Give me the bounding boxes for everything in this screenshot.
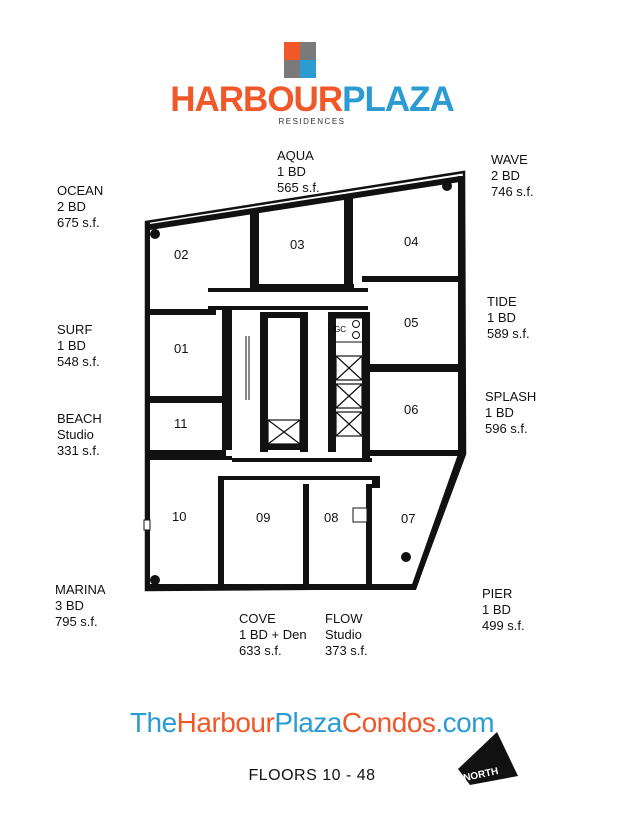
unit-number-10: 10 xyxy=(172,509,186,524)
unit-name: MARINA xyxy=(55,582,106,597)
unit-size: 373 s.f. xyxy=(325,643,368,658)
unit-label-ocean: OCEAN 2 BD 675 s.f. xyxy=(57,183,103,231)
unit-label-pier: PIER 1 BD 499 s.f. xyxy=(482,586,525,634)
unit-name: WAVE xyxy=(491,152,528,167)
brand-name-part1: HARBOUR xyxy=(170,80,343,119)
unit-type: 1 BD xyxy=(485,405,514,420)
brand-name-part2: PLAZA xyxy=(342,80,455,119)
unit-size: 565 s.f. xyxy=(277,180,320,195)
unit-size: 675 s.f. xyxy=(57,215,100,230)
unit-type: 1 BD xyxy=(57,338,86,353)
unit-number-02: 02 xyxy=(174,247,188,262)
unit-label-cove: COVE 1 BD + Den 633 s.f. xyxy=(239,611,307,659)
unit-number-03: 03 xyxy=(290,237,304,252)
unit-type: 3 BD xyxy=(55,598,84,613)
gc-label: GC xyxy=(334,325,346,334)
unit-name: SURF xyxy=(57,322,93,337)
unit-label-beach: BEACH Studio 331 s.f. xyxy=(57,411,102,459)
unit-size: 548 s.f. xyxy=(57,354,100,369)
unit-name: PIER xyxy=(482,586,513,601)
unit-label-wave: WAVE 2 BD 746 s.f. xyxy=(491,152,534,200)
unit-type: Studio xyxy=(57,427,94,442)
unit-number-08: 08 xyxy=(324,510,338,525)
unit-name: SPLASH xyxy=(485,389,537,404)
unit-number-07: 07 xyxy=(401,511,415,526)
unit-size: 589 s.f. xyxy=(487,326,530,341)
website-part2: Harbour xyxy=(176,707,275,738)
columns xyxy=(150,181,452,585)
unit-number-06: 06 xyxy=(404,402,418,417)
gc-box xyxy=(331,317,367,343)
website-part4: Condos xyxy=(341,707,436,738)
unit-label-surf: SURF 1 BD 548 s.f. xyxy=(57,322,100,370)
unit-type: 1 BD + Den xyxy=(239,627,307,642)
unit-type: 1 BD xyxy=(487,310,516,325)
website-part1: The xyxy=(129,707,177,738)
unit-size: 331 s.f. xyxy=(57,443,100,458)
brand-name: HARBOURPLAZA xyxy=(0,82,624,117)
walls xyxy=(146,176,464,590)
unit-name: TIDE xyxy=(487,294,517,309)
unit-name: AQUA xyxy=(277,148,314,163)
unit-label-tide: TIDE 1 BD 589 s.f. xyxy=(487,294,530,342)
unit-type: 2 BD xyxy=(57,199,86,214)
unit-name: OCEAN xyxy=(57,183,104,198)
brand-subtitle: RESIDENCES xyxy=(278,117,346,126)
unit-name: BEACH xyxy=(57,411,102,426)
floors-range: FLOORS 10 - 48 xyxy=(248,767,376,784)
unit-size: 596 s.f. xyxy=(485,421,528,436)
unit-number-11: 11 xyxy=(174,416,188,431)
unit-number-09: 09 xyxy=(256,510,270,525)
unit-type: 1 BD xyxy=(482,602,511,617)
website-url: TheHarbourPlazaCondos.com xyxy=(0,709,624,737)
unit-size: 633 s.f. xyxy=(239,643,282,658)
website-part5: .com xyxy=(435,707,495,738)
unit-size: 746 s.f. xyxy=(491,184,534,199)
unit-size: 499 s.f. xyxy=(482,618,525,633)
north-compass-icon: NORTH xyxy=(458,732,518,785)
unit-label-splash: SPLASH 1 BD 596 s.f. xyxy=(485,389,536,437)
unit-label-aqua: AQUA 1 BD 565 s.f. xyxy=(277,148,320,196)
unit-name: COVE xyxy=(239,611,276,626)
website-part3: Plaza xyxy=(274,707,342,738)
unit-type: 1 BD xyxy=(277,164,306,179)
unit-label-flow: FLOW Studio 373 s.f. xyxy=(325,611,368,659)
logo-icon xyxy=(284,42,316,78)
elevator-shafts xyxy=(267,355,363,445)
unit-label-marina: MARINA 3 BD 795 s.f. xyxy=(55,582,106,630)
unit-number-01: 01 xyxy=(174,341,188,356)
unit-number-05: 05 xyxy=(404,315,418,330)
unit-name: FLOW xyxy=(325,611,363,626)
unit-number-04: 04 xyxy=(404,234,418,249)
unit-type: Studio xyxy=(325,627,362,642)
unit-type: 2 BD xyxy=(491,168,520,183)
unit-size: 795 s.f. xyxy=(55,614,98,629)
